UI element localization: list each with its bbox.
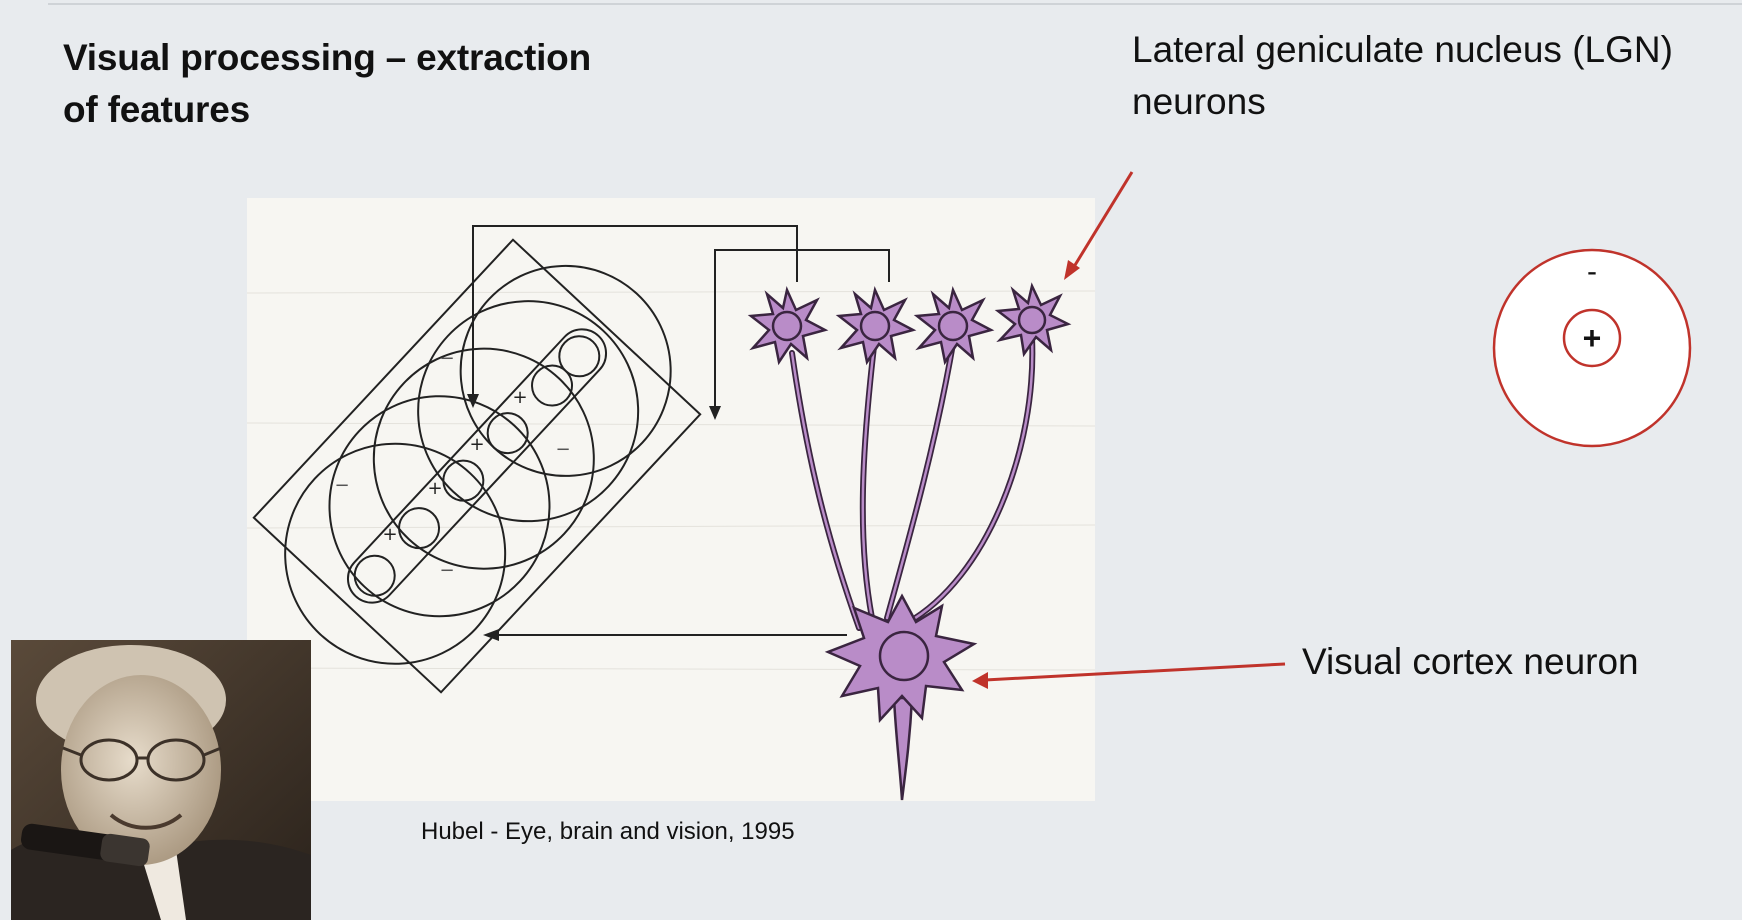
center-surround-receptive-field: - + — [1492, 248, 1692, 448]
wiring-arrowheads — [467, 394, 721, 641]
surround-sign-1: − — [439, 348, 454, 369]
center-sign-2: + — [427, 478, 442, 499]
surround-circles — [284, 264, 672, 665]
center-sign-3: + — [469, 434, 484, 455]
lgn-neurons-label: Lateral geniculate nucleus (LGN) neurons — [1132, 24, 1732, 128]
cortex-neuron — [824, 593, 978, 801]
figure-caption: Hubel - Eye, brain and vision, 1995 — [421, 818, 795, 845]
center-circle — [1562, 308, 1622, 368]
receptive-field-box — [252, 238, 702, 694]
lgn-neuron-4 — [994, 282, 1072, 358]
wire-upper — [714, 249, 890, 418]
center-sign-4: + — [512, 387, 527, 408]
surround-signs: − − − − — [334, 348, 570, 581]
diagram-svg: + + + + − − − − — [246, 225, 1096, 801]
lgn-neuron-3 — [913, 286, 995, 366]
visual-cortex-neuron-label: Visual cortex neuron — [1302, 641, 1639, 682]
slide-title: Visual processing – extraction of featur… — [63, 32, 683, 136]
wire-outer — [472, 225, 798, 406]
surround-minus-sign: - — [1587, 255, 1597, 288]
hubel-diagram: + + + + − − − − — [246, 198, 1096, 801]
lgn-neuron-2 — [835, 286, 917, 366]
lgn-label-line-2: neurons — [1132, 81, 1266, 122]
hubel-portrait-photo — [11, 640, 311, 920]
wiring-lines — [472, 225, 890, 636]
center-plus-sign: + — [1583, 320, 1602, 356]
lgn-neuron-1 — [747, 286, 829, 366]
excitatory-bar — [346, 328, 608, 604]
surround-sign-4: − — [439, 560, 454, 581]
lgn-neurons — [747, 282, 1072, 366]
center-sign-1: + — [382, 524, 397, 545]
title-line-1: Visual processing – extraction — [63, 37, 591, 78]
lgn-label-line-1: Lateral geniculate nucleus (LGN) — [1132, 29, 1673, 70]
surround-sign-2: − — [334, 475, 349, 496]
center-signs: + + + + — [382, 387, 527, 545]
surround-sign-3: − — [555, 439, 570, 460]
center-circles — [353, 335, 601, 597]
title-line-2: of features — [63, 89, 250, 130]
axons — [789, 335, 1036, 631]
top-divider — [48, 3, 1742, 5]
